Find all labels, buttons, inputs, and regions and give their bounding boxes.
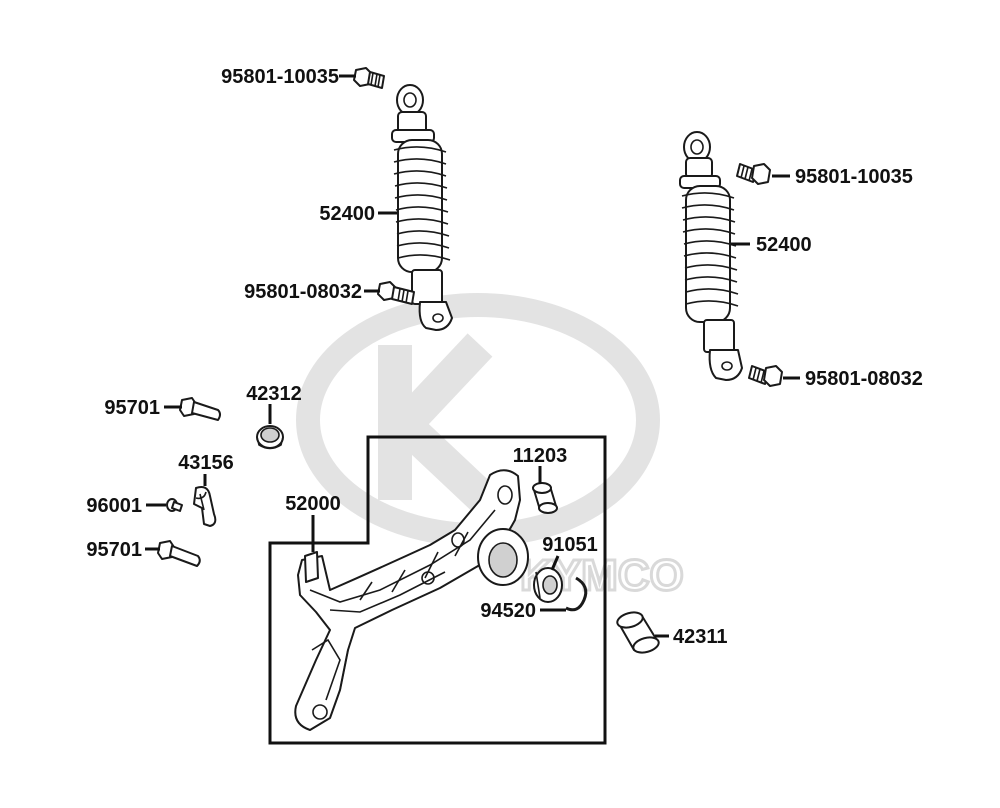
callout-spacer: 42311 [673, 626, 728, 648]
bolt-top-left-drawing [353, 67, 385, 89]
bushing-drawing [532, 482, 558, 514]
right-shock-absorber [679, 131, 743, 381]
callout-bearing: 91051 [542, 534, 598, 556]
callout-bolt-upper: 95701 [104, 397, 160, 419]
leader-lines [145, 74, 800, 638]
callout-bolt-bottom-left: 95801-08032 [244, 281, 362, 303]
collar-drawing [256, 425, 284, 450]
callout-shock-left: 52400 [319, 203, 375, 225]
callout-circlip: 94520 [480, 600, 536, 622]
swing-arm-drawing [294, 469, 529, 731]
callout-bolt-lower: 95701 [86, 539, 142, 561]
assembly-frame [268, 435, 607, 745]
callout-bolt-bottom-right: 95801-08032 [805, 368, 923, 390]
bolt-top-right-drawing [736, 163, 771, 185]
clamp-drawing [193, 486, 217, 527]
callout-screw: 96001 [86, 495, 142, 517]
callout-collar: 42312 [246, 383, 302, 405]
callout-labels: 95801-10035 52400 95801-08032 95801-1003… [86, 66, 923, 648]
bearing-drawing [533, 567, 563, 603]
callout-bushing: 11203 [513, 445, 568, 467]
callout-bolt-top-right: 95801-10035 [795, 166, 913, 188]
callout-clamp: 43156 [178, 452, 234, 474]
circlip-drawing [565, 576, 588, 612]
left-spring-coils [393, 146, 451, 261]
right-spring-coils [681, 192, 739, 307]
callout-shock-right: 52400 [756, 234, 812, 256]
bolt-upper-drawing [179, 397, 221, 421]
bolt-lower-drawing [157, 540, 201, 567]
spacer-drawing [616, 611, 660, 654]
left-shock-absorber [391, 84, 453, 331]
bolt-bottom-right-drawing [748, 365, 783, 387]
callout-swing-arm: 52000 [285, 493, 341, 515]
bolt-bottom-left-drawing [377, 281, 415, 305]
screw-drawing [166, 498, 183, 512]
callout-bolt-top-left: 95801-10035 [221, 66, 339, 88]
